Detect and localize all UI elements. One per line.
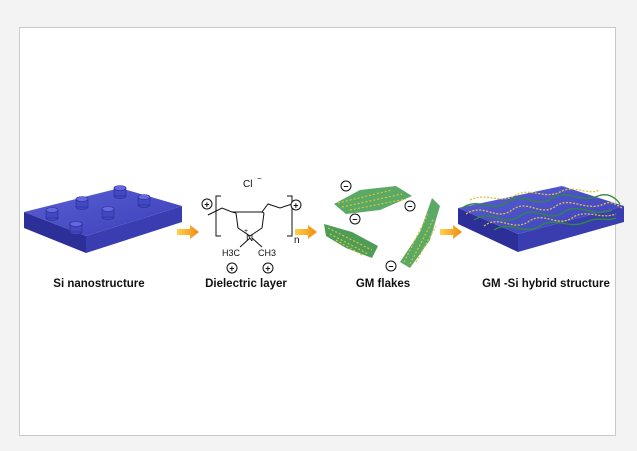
si-pillars bbox=[45, 185, 151, 235]
polymer-labels: + + Cl − n N + H3C CH3 + + bbox=[201, 174, 302, 274]
plus-sign: + bbox=[293, 200, 298, 210]
methyl-right-label: CH3 bbox=[258, 248, 276, 258]
minus-sign: − bbox=[407, 201, 412, 211]
minus-sign: − bbox=[388, 261, 393, 271]
nitrogen-charge: + bbox=[244, 228, 248, 235]
gm-flakes: − − − − bbox=[324, 180, 440, 272]
plus-charge-icon bbox=[290, 199, 302, 211]
repeat-subscript: n bbox=[294, 235, 300, 246]
plus-sign: + bbox=[229, 263, 234, 273]
minus-charge-icon bbox=[349, 213, 361, 225]
caption-dielectric-layer: Dielectric layer bbox=[205, 278, 287, 290]
process-arrow-1 bbox=[177, 225, 199, 239]
chloride-label: Cl bbox=[243, 179, 252, 190]
gm-coating bbox=[461, 188, 623, 231]
process-arrow-3 bbox=[440, 225, 462, 239]
caption-gm-flakes: GM flakes bbox=[355, 278, 411, 290]
plus-charge-icon bbox=[262, 262, 274, 274]
caption-gm-si-hybrid: GM -Si hybrid structure bbox=[482, 278, 610, 290]
plus-sign: + bbox=[265, 263, 270, 273]
si-nanostructure-slab bbox=[24, 185, 182, 253]
methyl-left-label: H3C bbox=[222, 248, 241, 258]
flake-right bbox=[400, 198, 440, 268]
gm-si-hybrid-slab bbox=[458, 186, 624, 252]
flake-top bbox=[334, 186, 412, 214]
polymer-structure bbox=[207, 195, 299, 248]
flake-left bbox=[324, 224, 378, 258]
minus-charge-icon bbox=[340, 180, 352, 192]
plus-charge-icon bbox=[226, 262, 238, 274]
process-arrow-2 bbox=[295, 225, 317, 239]
caption-si-nanostructure: Si nanostructure bbox=[53, 278, 145, 290]
nitrogen-label: N bbox=[246, 233, 253, 244]
minus-sign: − bbox=[352, 214, 357, 224]
chloride-charge: − bbox=[257, 174, 262, 183]
minus-charge-icon bbox=[385, 260, 397, 272]
minus-sign: − bbox=[343, 181, 348, 191]
plus-charge-icon bbox=[201, 198, 213, 210]
minus-charge-icon bbox=[404, 200, 416, 212]
plus-sign: + bbox=[204, 199, 209, 209]
